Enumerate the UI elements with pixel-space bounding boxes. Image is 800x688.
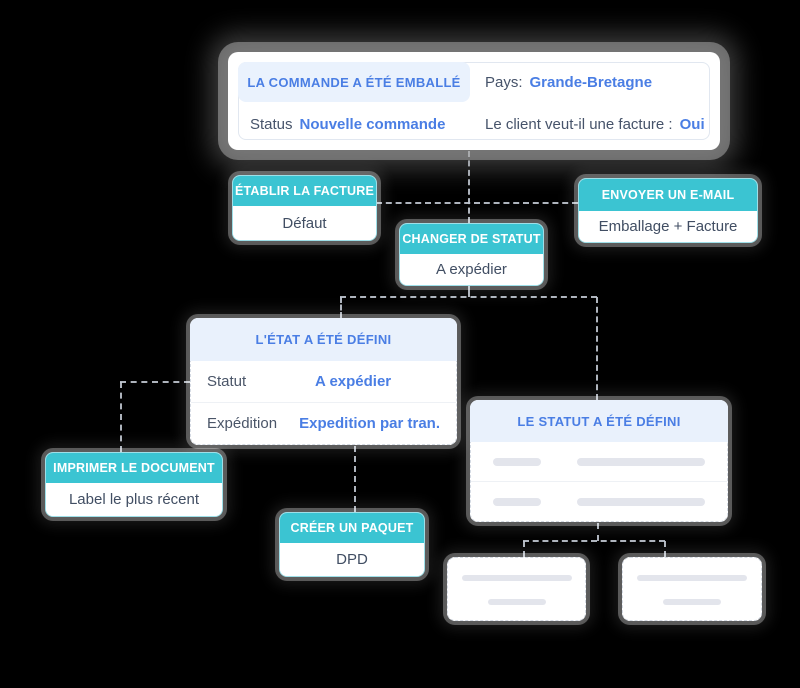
state-card-etat-defini[interactable]: L'ÉTAT A ÉTÉ DÉFINI Statut A expédier Ex… <box>190 318 457 445</box>
connector <box>597 523 599 541</box>
state-row-statut: Statut A expédier <box>191 361 456 403</box>
action-card-imprimer-document[interactable]: IMPRIMER LE DOCUMENT Label le plus récen… <box>45 452 223 517</box>
action-card-header: CRÉER UN PAQUET <box>280 513 424 543</box>
field-status: Status Nouvelle commande <box>250 104 445 144</box>
skeleton-bar <box>487 599 546 605</box>
field-facture: Le client veut-il une facture : Oui <box>485 104 705 144</box>
connector <box>596 297 598 400</box>
connector <box>376 202 578 204</box>
placeholder-card[interactable] <box>622 557 762 621</box>
skeleton-row <box>471 482 727 521</box>
field-status-label: Status <box>250 115 293 133</box>
connector <box>468 151 470 223</box>
trigger-title-pill: LA COMMANDE A ÉTÉ EMBALLÉ <box>238 62 470 102</box>
field-pays-label: Pays: <box>485 73 523 91</box>
action-card-etablir-facture[interactable]: ÉTABLIR LA FACTURE Défaut <box>232 175 377 241</box>
action-card-creer-paquet[interactable]: CRÉER UN PAQUET DPD <box>279 512 425 577</box>
skeleton-bar <box>461 575 572 581</box>
placeholder-card[interactable] <box>447 557 586 621</box>
field-status-value: Nouvelle commande <box>299 115 446 133</box>
skeleton-row <box>471 442 727 482</box>
action-card-header: CHANGER DE STATUT <box>400 224 543 254</box>
action-card-envoyer-email[interactable]: ENVOYER UN E-MAIL Emballage + Facture <box>578 178 758 243</box>
connector <box>523 541 525 557</box>
action-card-value: Défaut <box>233 206 376 240</box>
trigger-card[interactable]: LA COMMANDE A ÉTÉ EMBALLÉ Pays: Grande-B… <box>228 52 720 150</box>
field-facture-value: Oui <box>679 115 705 133</box>
skeleton-bar <box>637 575 747 581</box>
connector <box>664 541 666 557</box>
state-row-value: Expedition par tran. <box>299 415 440 432</box>
connector <box>120 382 122 452</box>
field-facture-label: Le client veut-il une facture : <box>485 115 673 133</box>
connector <box>340 296 597 298</box>
field-pays-value: Grande-Bretagne <box>529 73 653 91</box>
connector <box>340 297 342 318</box>
connector <box>468 286 470 297</box>
action-card-header: ÉTABLIR LA FACTURE <box>233 176 376 206</box>
state-row-expedition: Expédition Expedition par tran. <box>191 403 456 444</box>
state-card-statut-defini[interactable]: LE STATUT A ÉTÉ DÉFINI <box>470 400 728 522</box>
connector <box>120 381 190 383</box>
state-row-value: A expédier <box>315 373 392 390</box>
action-card-value: Emballage + Facture <box>579 211 757 242</box>
skeleton-bar <box>663 599 721 605</box>
trigger-card-inner-frame <box>238 62 710 140</box>
action-card-changer-statut[interactable]: CHANGER DE STATUT A expédier <box>399 223 544 286</box>
state-row-label: Statut <box>207 373 247 390</box>
state-card-header: LE STATUT A ÉTÉ DÉFINI <box>470 400 728 442</box>
action-card-value: Label le plus récent <box>46 483 222 516</box>
skeleton-bar <box>493 457 541 466</box>
action-card-header: IMPRIMER LE DOCUMENT <box>46 453 222 483</box>
state-row-label: Expédition <box>207 415 278 432</box>
skeleton-bar <box>576 457 705 466</box>
skeleton-bar <box>493 497 541 506</box>
action-card-value: DPD <box>280 543 424 576</box>
connector <box>523 540 665 542</box>
action-card-header: ENVOYER UN E-MAIL <box>579 179 757 211</box>
field-pays: Pays: Grande-Bretagne <box>485 62 652 102</box>
trigger-title: LA COMMANDE A ÉTÉ EMBALLÉ <box>247 74 461 90</box>
skeleton-bar <box>576 497 705 506</box>
connector <box>354 446 356 512</box>
action-card-value: A expédier <box>400 254 543 285</box>
state-card-header: L'ÉTAT A ÉTÉ DÉFINI <box>190 318 457 361</box>
